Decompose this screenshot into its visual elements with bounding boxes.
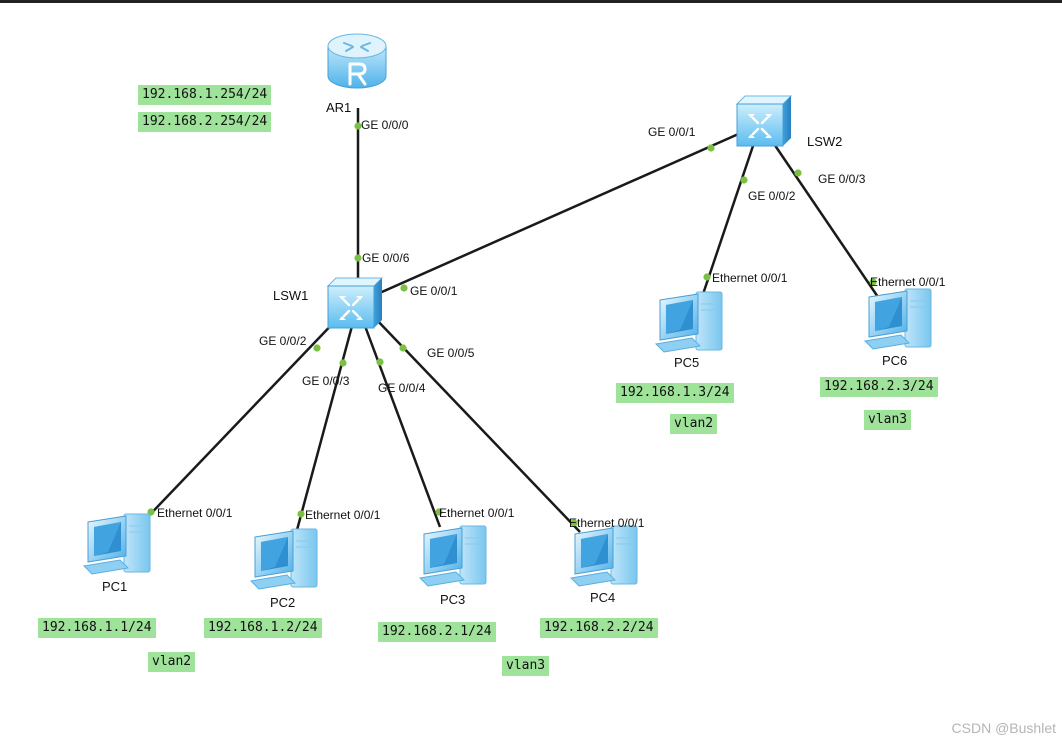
ip-tag-pc2: 192.168.1.2/24	[204, 618, 322, 638]
device-label-pc1: PC1	[102, 579, 128, 594]
port-dot-lsw2-ge001	[707, 144, 715, 152]
port-label-pc4-eth: Ethernet 0/0/1	[569, 516, 645, 530]
device-label-ar1: AR1	[326, 100, 352, 115]
ip-tag-pc5: 192.168.1.3/24	[616, 383, 734, 403]
port-label-lsw2-ge001: GE 0/0/1	[648, 125, 696, 139]
ip-tag-pc4: 192.168.2.2/24	[540, 618, 658, 638]
port-dot-pc5	[703, 273, 711, 281]
port-label-lsw2-ge002: GE 0/0/2	[748, 189, 796, 203]
port-label-pc2-eth: Ethernet 0/0/1	[305, 508, 381, 522]
port-dot-lsw1-ge005	[399, 344, 407, 352]
port-dot-lsw1-ge006	[354, 254, 362, 262]
device-label-pc4: PC4	[590, 590, 616, 605]
vlan-tag-pc1: vlan2	[148, 652, 196, 672]
port-label-pc3-eth: Ethernet 0/0/1	[439, 506, 515, 520]
port-label-lsw1-ge001: GE 0/0/1	[410, 284, 458, 298]
pc4-icon	[570, 525, 638, 587]
switch-lsw1-icon	[326, 276, 384, 330]
link-lsw1-lsw2	[374, 126, 753, 297]
device-label-lsw2: LSW2	[807, 134, 843, 149]
port-dot-lsw1-ge004	[376, 358, 384, 366]
port-label-lsw2-ge003: GE 0/0/3	[818, 172, 866, 186]
switch-lsw2-icon	[735, 94, 793, 148]
port-dot-lsw2-ge002	[740, 176, 748, 184]
device-label-pc5: PC5	[674, 355, 700, 370]
link-lsw1-pc4	[374, 317, 581, 533]
watermark: CSDN @Bushlet	[951, 720, 1056, 736]
port-label-pc6-eth: Ethernet 0/0/1	[870, 275, 946, 289]
port-label-pc5-eth: Ethernet 0/0/1	[712, 271, 788, 285]
ip-tag-ar1-vlan3: 192.168.2.254/24	[138, 112, 272, 132]
device-label-pc6: PC6	[882, 353, 908, 368]
port-label-lsw1-ge002: GE 0/0/2	[259, 334, 307, 348]
port-dot-lsw2-ge003	[794, 169, 802, 177]
top-border	[0, 0, 1062, 3]
device-label-pc2: PC2	[270, 595, 296, 610]
port-label-ar1-ge000: GE 0/0/0	[361, 118, 409, 132]
link-lsw1-pc2	[295, 325, 354, 531]
pc2-icon	[250, 528, 318, 590]
port-label-lsw1-ge003: GE 0/0/3	[302, 374, 350, 388]
port-dot-lsw1-ge003	[339, 359, 347, 367]
router-icon	[327, 33, 387, 89]
port-label-lsw1-ge004: GE 0/0/4	[378, 381, 426, 395]
port-label-lsw1-ge005: GE 0/0/5	[427, 346, 475, 360]
port-dot-pc3	[435, 508, 443, 516]
link-lsw2-pc6	[768, 137, 882, 301]
ip-tag-pc6: 192.168.2.3/24	[820, 377, 938, 397]
port-dot-ar1-ge000	[354, 122, 362, 130]
port-dot-pc6	[869, 278, 877, 286]
ip-tag-pc3: 192.168.2.1/24	[378, 622, 496, 642]
pc5-icon	[655, 291, 723, 353]
port-dot-pc4	[570, 519, 578, 527]
link-lsw1-pc1	[139, 315, 341, 526]
vlan-tag-pc5: vlan2	[670, 414, 718, 434]
device-label-lsw1: LSW1	[273, 288, 309, 303]
port-dot-pc2	[297, 510, 305, 518]
pc6-icon	[864, 288, 932, 350]
port-label-pc1-eth: Ethernet 0/0/1	[157, 506, 233, 520]
port-label-lsw1-ge006: GE 0/0/6	[362, 251, 410, 265]
ip-tag-pc1: 192.168.1.1/24	[38, 618, 156, 638]
vlan-tag-pc6: vlan3	[864, 410, 912, 430]
port-dot-lsw1-ge002	[313, 344, 321, 352]
port-dot-lsw1-ge001	[400, 284, 408, 292]
ip-tag-ar1-vlan2: 192.168.1.254/24	[138, 85, 272, 105]
pc1-icon	[83, 513, 151, 575]
vlan-tag-pc3: vlan3	[502, 656, 550, 676]
pc3-icon	[419, 525, 487, 587]
device-label-pc3: PC3	[440, 592, 466, 607]
